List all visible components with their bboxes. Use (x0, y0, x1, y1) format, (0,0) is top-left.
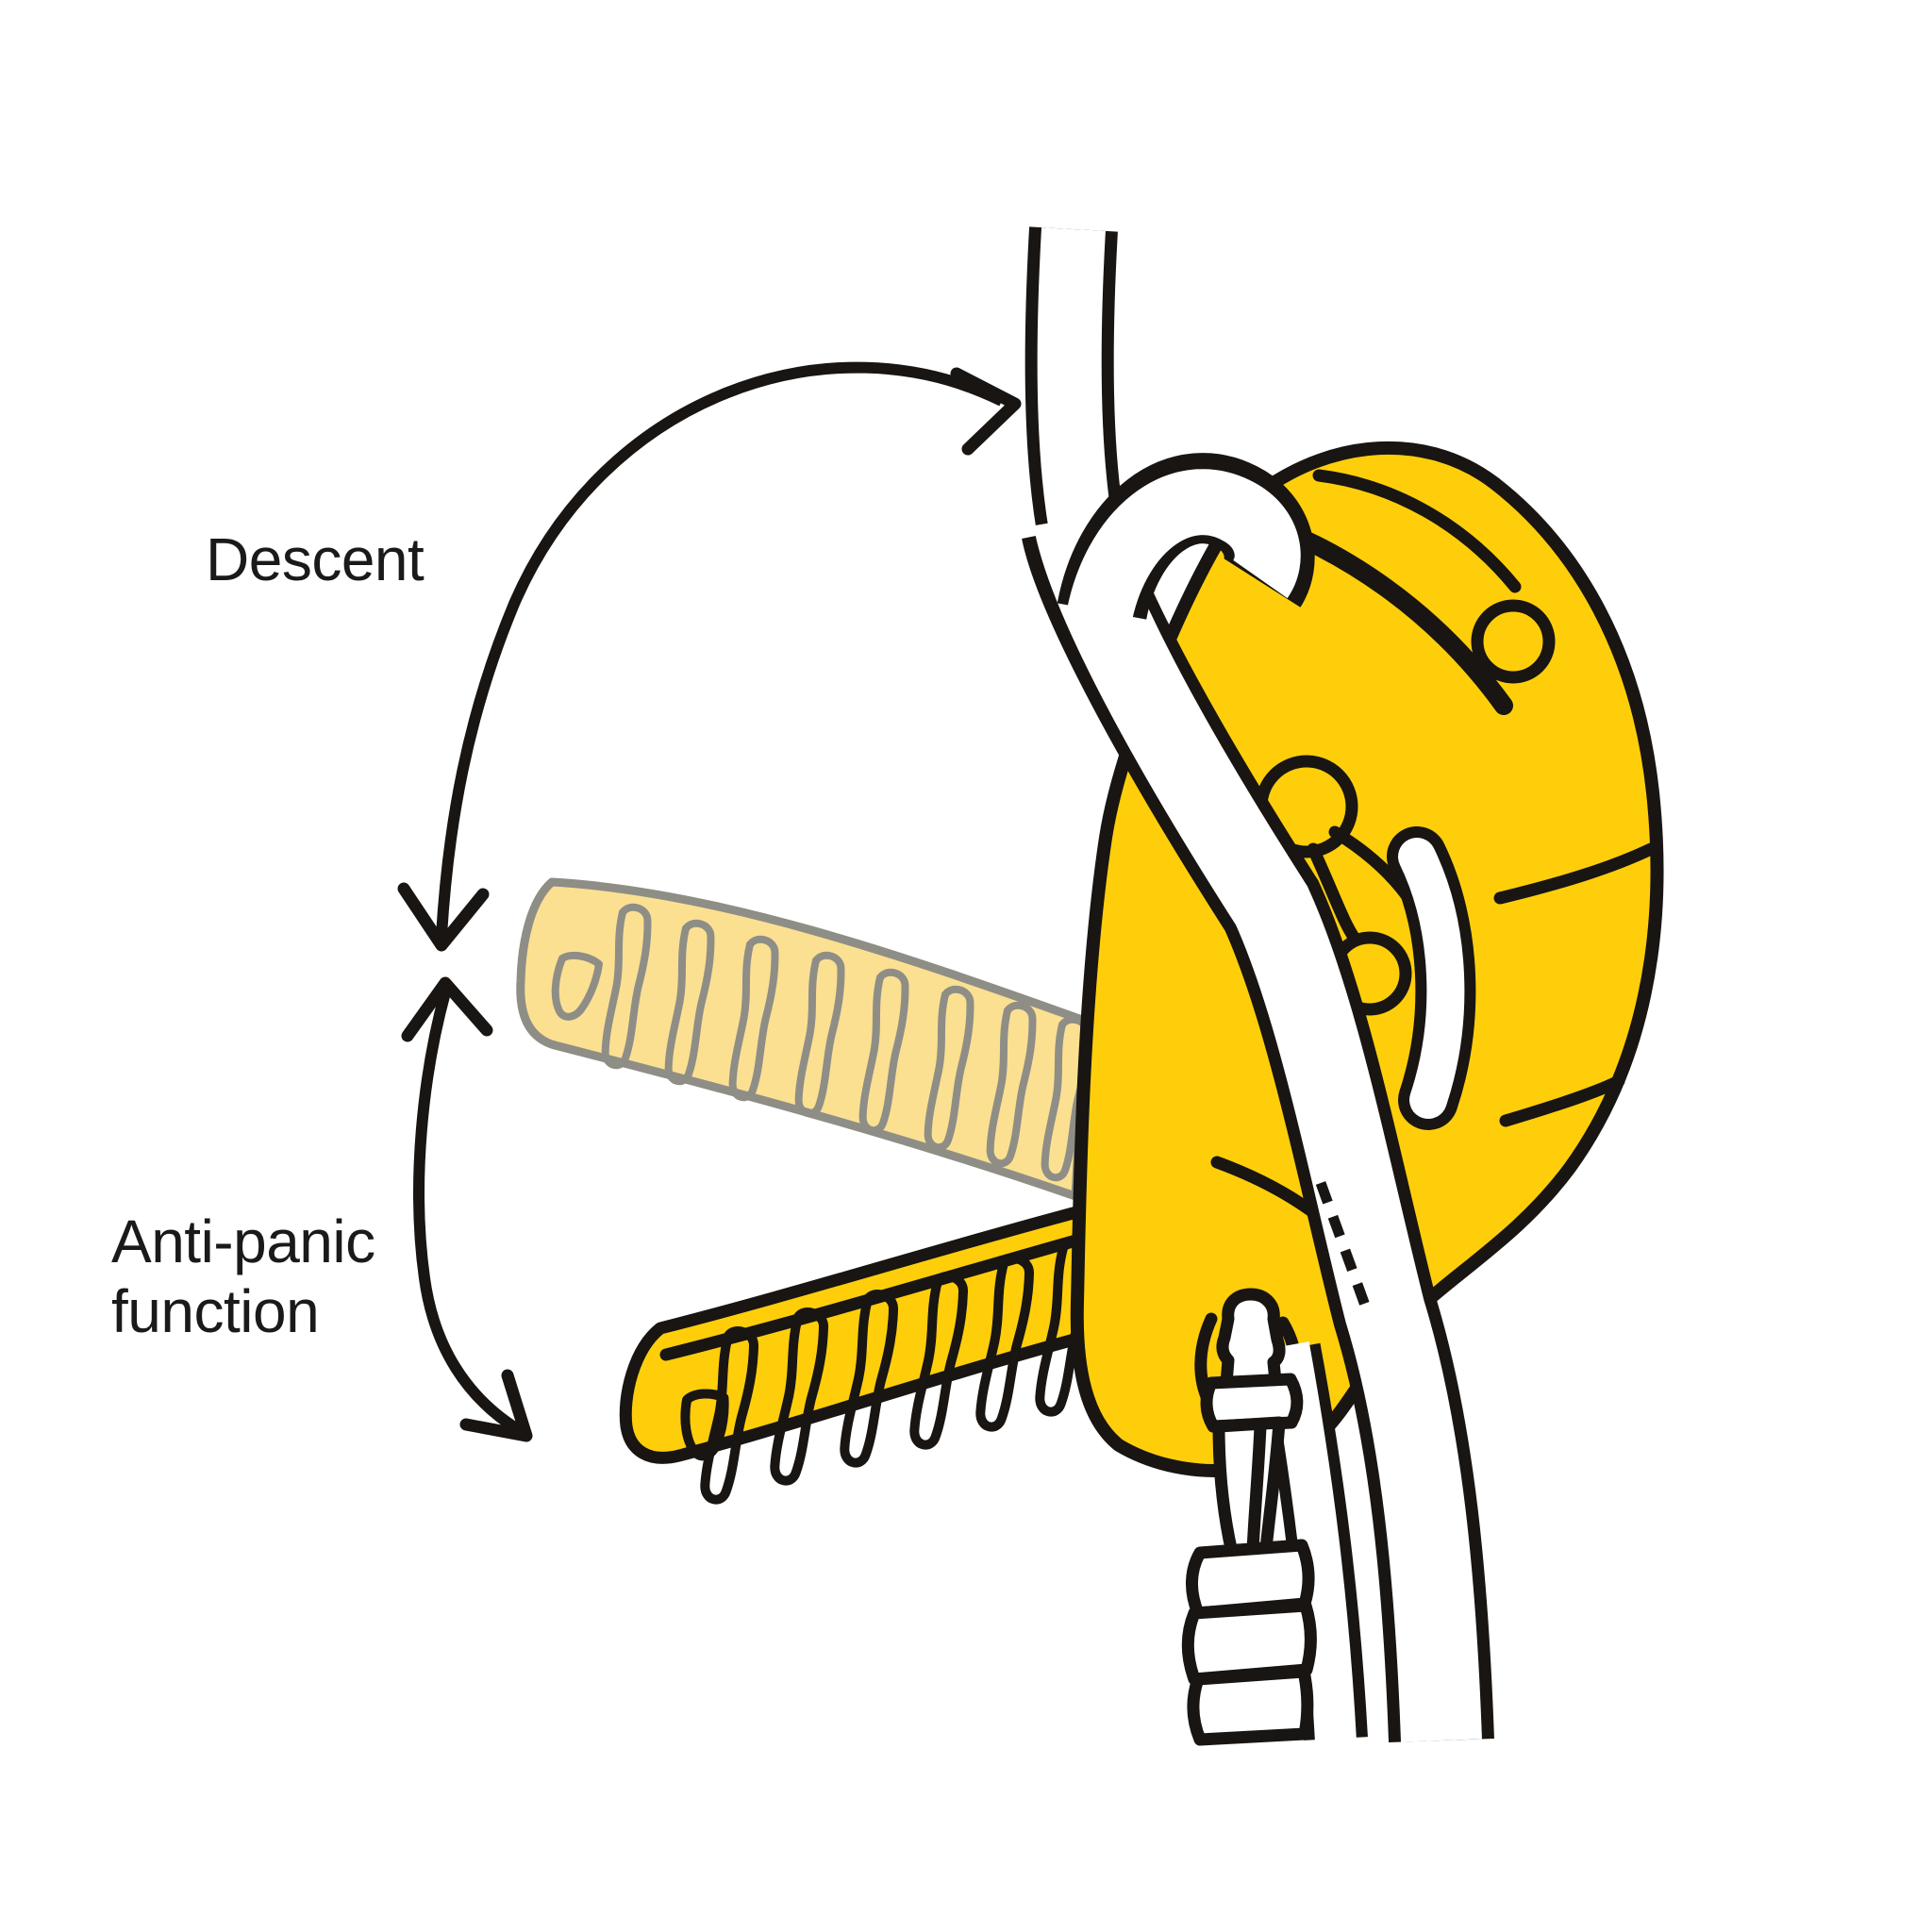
carabiner (1181, 1288, 1317, 1746)
rope-face (1033, 510, 1482, 1742)
rope-bight (1065, 469, 1301, 629)
carabiner-shaft-line (1246, 1425, 1267, 1552)
descent-position-handle-ghost (516, 877, 1091, 1201)
anti-panic-handle-grip-slots (680, 1239, 1094, 1505)
carabiner-head (1216, 1288, 1286, 1390)
anti-panic-label-line1: Anti-panic (111, 1208, 375, 1275)
descent-annotation: Descent (206, 361, 1022, 952)
rope-brake-strand (1022, 453, 1494, 1743)
anti-panic-label-line2: function (111, 1277, 319, 1345)
anti-panic-position-handle (619, 1201, 1134, 1505)
descent-arc (436, 361, 1005, 937)
carabiner-collar (1200, 1373, 1304, 1433)
anti-panic-arc (413, 991, 523, 1436)
anti-panic-arrow-down-icon (459, 1369, 533, 1442)
anti-panic-arrow-up-icon (401, 976, 493, 1042)
cam-window (1398, 838, 1465, 1119)
anti-panic-handle-hole (680, 1389, 729, 1461)
stitch-marks (1315, 1181, 1374, 1315)
descent-arrow-down-icon (397, 882, 490, 952)
ghost-handle-body (516, 877, 1090, 1201)
anti-panic-annotation: Anti-panic function (111, 976, 533, 1442)
descent-arrow-to-rope-icon (950, 367, 1022, 456)
ghost-handle-hole (551, 951, 603, 1021)
rivet-hole (1471, 599, 1556, 684)
carabiner-sleeve-segment (1187, 1665, 1314, 1746)
descent-label: Descent (206, 525, 425, 593)
